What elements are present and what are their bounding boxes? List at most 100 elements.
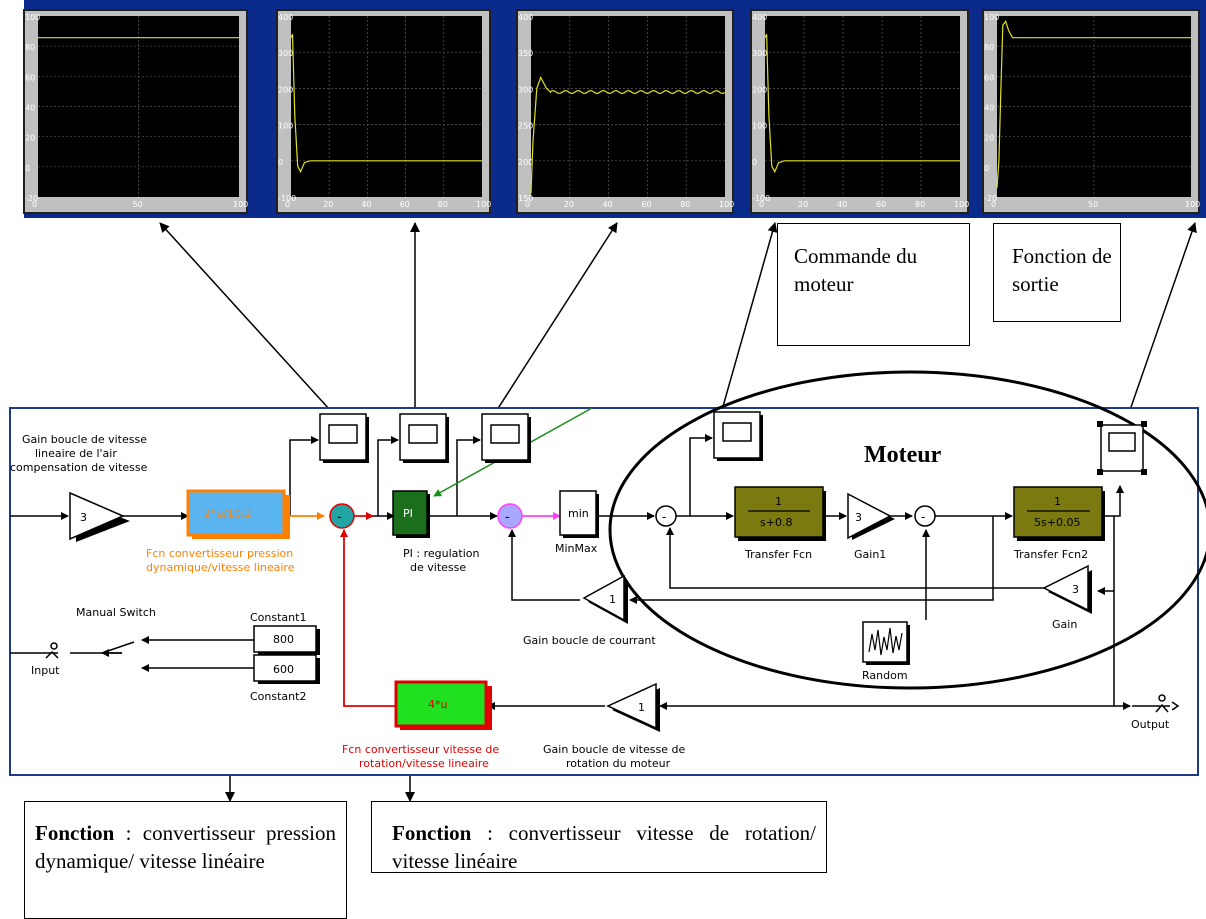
input-port[interactable] — [45, 642, 59, 659]
scope-ytick: 100 — [752, 122, 767, 131]
transfer-fcn2-caption: Transfer Fcn2 — [1013, 548, 1088, 561]
scope-ytick: 80 — [984, 43, 994, 52]
sum-3[interactable]: - — [655, 505, 677, 527]
scope-ytick: 0 — [25, 164, 30, 173]
svg-text:3: 3 — [80, 511, 87, 524]
callout-fonction-sortie-text: Fonction de sortie — [1012, 244, 1112, 296]
gain-vitesse-block[interactable]: 3 — [69, 491, 130, 542]
gain-block[interactable]: 3 — [1042, 564, 1092, 614]
scope-block-4[interactable] — [713, 411, 763, 461]
sum-4[interactable]: - — [914, 505, 936, 527]
scope-block-3[interactable] — [481, 413, 531, 463]
scope-xtick: 60 — [641, 200, 651, 209]
scope-trace — [290, 33, 482, 174]
svg-text:3: 3 — [1072, 583, 1079, 596]
fcn-rotation-caption-2: rotation/vitesse lineaire — [359, 757, 489, 770]
scope-ytick: 0 — [752, 158, 757, 167]
scope-xtick: 20 — [564, 200, 574, 209]
scope-ytick: 100 — [278, 122, 293, 131]
svg-text:1: 1 — [775, 495, 782, 508]
constant2-caption: Constant2 — [250, 690, 306, 703]
callout-rotation-text: : convertisseur vitesse de rotation/ vit… — [392, 821, 816, 873]
output-port[interactable] — [1132, 694, 1180, 713]
scope-ytick: 100 — [984, 13, 999, 22]
svg-text:5s+0.05: 5s+0.05 — [1034, 516, 1080, 529]
scope-block-1[interactable] — [319, 413, 369, 463]
gain-courant-caption: Gain boucle de courrant — [523, 634, 656, 647]
sum-2[interactable]: - — [497, 503, 523, 529]
gain-caption: Gain — [1052, 618, 1077, 631]
constant1-caption: Constant1 — [250, 611, 306, 624]
gain-courant-block[interactable]: 1 — [582, 574, 628, 624]
scope-ytick: 400 — [752, 13, 767, 22]
pi-block[interactable]: PI — [392, 490, 430, 538]
output-caption: Output — [1131, 718, 1170, 731]
input-caption: Input — [31, 664, 60, 677]
callout-pression: Fonction : convertisseur pression dynami… — [24, 801, 347, 919]
scope-xtick: 60 — [876, 200, 886, 209]
sum-1[interactable]: - — [329, 503, 355, 529]
scope-xtick: 100 — [719, 200, 734, 209]
scope-ytick: 20 — [984, 134, 994, 143]
scope-ytick: 20 — [25, 134, 35, 143]
scope-xtick: 0 — [759, 200, 764, 209]
scope-xtick: 50 — [133, 200, 143, 209]
scope-ytick: -100 — [278, 194, 296, 203]
gain-vitesse-caption-2: lineaire de l'air — [35, 447, 117, 460]
scope-ytick: 60 — [25, 73, 35, 82]
scope-block-2[interactable] — [399, 413, 449, 463]
transfer-fcn-caption: Transfer Fcn — [744, 548, 812, 561]
gain-rotation-block[interactable]: 1 — [606, 682, 660, 732]
svg-text:-: - — [337, 508, 342, 524]
svg-text:-: - — [662, 509, 666, 524]
scope-ytick: 250 — [518, 122, 533, 131]
scope-xtick: 100 — [954, 200, 969, 209]
fcn-pression-block[interactable]: 2*u/10.2 — [186, 489, 290, 539]
gain-rotation-caption-1: Gain boucle de vitesse de — [543, 743, 685, 756]
transfer-fcn2-block[interactable]: 1 5s+0.05 — [1013, 486, 1105, 541]
moteur-ellipse — [608, 370, 1206, 690]
svg-text:4*u: 4*u — [428, 698, 447, 711]
scope-xtick: 60 — [400, 200, 410, 209]
diagram-scope-blocks — [319, 411, 1147, 475]
scope-xtick: 40 — [837, 200, 847, 209]
pi-caption-2: de vitesse — [410, 561, 466, 574]
minmax-caption: MinMax — [555, 542, 598, 555]
svg-text:800: 800 — [273, 633, 294, 646]
scope-xtick: 100 — [233, 200, 248, 209]
scope-xtick: 20 — [798, 200, 808, 209]
scope-ytick: 60 — [984, 73, 994, 82]
fcn-rotation-block[interactable]: 4*u — [394, 680, 492, 730]
minmax-block[interactable]: min — [559, 490, 599, 538]
scope-xtick: 40 — [603, 200, 613, 209]
scope-ytick: 350 — [518, 49, 533, 58]
scope-ytick: 300 — [752, 49, 767, 58]
scope-xtick: 20 — [323, 200, 333, 209]
svg-text:min: min — [568, 507, 589, 520]
manual-switch[interactable] — [101, 641, 135, 654]
scope-ytick: -20 — [25, 194, 38, 203]
scope-ytick: 80 — [25, 43, 35, 52]
scope-xtick: 80 — [680, 200, 690, 209]
random-block[interactable] — [862, 621, 910, 665]
transfer-fcn-block[interactable]: 1 s+0.8 — [734, 486, 826, 541]
scope-block-5-selected[interactable] — [1097, 421, 1147, 475]
svg-text:PI: PI — [403, 507, 413, 520]
constant2-block[interactable]: 600 — [253, 654, 320, 684]
svg-text:1: 1 — [609, 593, 616, 606]
scope-xtick: 0 — [525, 200, 530, 209]
scope-ytick: 0 — [984, 164, 989, 173]
scope-ytick: 300 — [518, 85, 533, 94]
gain-vitesse-caption-3: compensation de vitesse — [10, 461, 148, 474]
fcn-pression-caption-1: Fcn convertisseur pression — [146, 547, 293, 560]
constant1-block[interactable]: 800 — [253, 625, 320, 655]
svg-text:s+0.8: s+0.8 — [760, 516, 792, 529]
fcn-pression-caption-2: dynamique/vitesse lineaire — [146, 561, 295, 574]
scope-ytick: 40 — [984, 104, 994, 113]
gain1-block[interactable]: 3 — [847, 492, 895, 540]
moteur-label: Moteur — [864, 442, 942, 468]
